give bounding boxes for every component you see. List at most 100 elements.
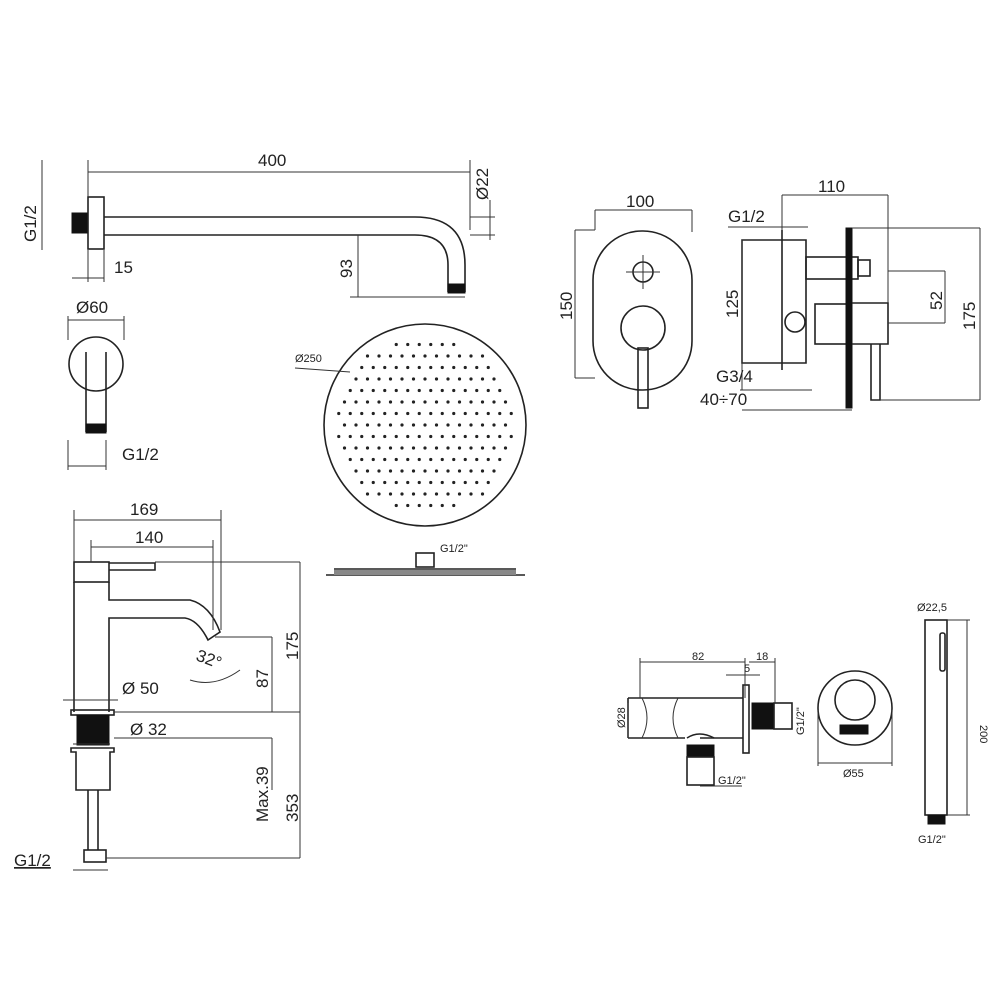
nozzle-dot xyxy=(394,388,398,393)
nozzle-dot xyxy=(486,365,490,370)
nozzle-dot xyxy=(486,457,490,462)
basin-faucet-drawing: 169 140 175 32° 87 Ø 50 Ø 32 Max.39 353 … xyxy=(14,500,302,871)
nozzle-dot xyxy=(503,423,508,427)
nozzle-dot xyxy=(337,434,341,439)
nozzle-dot xyxy=(480,354,485,358)
hand-shower-thread-label: G1/2" xyxy=(918,834,946,846)
nozzle-dot xyxy=(423,423,427,427)
faucet-reach-spout-label: 140 xyxy=(135,528,163,547)
nozzle-dot xyxy=(469,400,473,404)
nozzle-dot xyxy=(429,342,433,347)
shower-arm-drawing: 400 Ø22 G1/2 15 93 xyxy=(21,151,495,298)
mixer-height-label: 150 xyxy=(557,292,576,320)
head-diameter-label: Ø250 xyxy=(295,353,322,365)
nozzle-dot xyxy=(400,492,404,496)
nozzle-dot xyxy=(475,480,479,485)
nozzle-dot xyxy=(480,492,485,496)
nozzle-dot xyxy=(417,365,421,370)
hand-shower-length-label: 200 xyxy=(977,725,989,743)
nozzle-dot xyxy=(480,423,485,427)
nozzle-dot xyxy=(492,377,496,381)
nozzle-dot xyxy=(452,457,456,462)
faucet-spout-height-label: 87 xyxy=(253,669,272,688)
nozzle-dot xyxy=(406,503,410,508)
nozzle-dot xyxy=(383,411,387,416)
nozzle-dot xyxy=(452,411,456,416)
nozzle-dot xyxy=(423,492,427,496)
nozzle-dot xyxy=(388,377,393,381)
nozzle-dot xyxy=(388,354,393,358)
nozzle-dot xyxy=(446,423,450,427)
nozzle-dot xyxy=(400,469,404,473)
nozzle-dot xyxy=(492,469,496,473)
nozzle-dot xyxy=(411,354,416,358)
faucet-height-label: 175 xyxy=(283,632,302,660)
nozzle-dot xyxy=(394,411,398,416)
arm-length-label: 400 xyxy=(258,151,286,170)
mixer-outlet-label: G3/4 xyxy=(716,367,753,386)
nozzle-dot xyxy=(365,400,370,404)
nozzle-dot xyxy=(457,354,462,358)
nozzle-dot xyxy=(365,469,370,473)
nozzle-dot xyxy=(354,423,358,427)
nozzle-dot xyxy=(469,469,473,473)
nozzle-dot xyxy=(365,446,370,450)
nozzle-dot xyxy=(463,434,467,439)
head-thread-label: G1/2" xyxy=(440,543,468,555)
nozzle-dot xyxy=(486,411,490,416)
faucet-max-deck-label: Max.39 xyxy=(253,766,272,822)
nozzle-dot xyxy=(394,434,398,439)
nozzle-dot xyxy=(417,342,421,347)
nozzle-dot xyxy=(377,446,381,450)
nozzle-dot xyxy=(434,377,439,381)
nozzle-dot xyxy=(377,492,381,496)
nozzle-dot xyxy=(498,411,502,416)
nozzle-dot xyxy=(475,365,479,370)
nozzle-dot xyxy=(360,434,364,439)
nozzle-dot xyxy=(429,365,433,370)
nozzle-dot xyxy=(475,388,479,393)
nozzle-dot xyxy=(406,434,410,439)
nozzle-dot xyxy=(440,388,444,393)
nozzle-dot xyxy=(469,492,473,496)
faucet-shank-diameter-label: Ø 32 xyxy=(130,720,167,739)
nozzle-dot xyxy=(383,457,387,462)
nozzle-dot xyxy=(463,365,467,370)
shower-head-disc xyxy=(323,323,527,527)
nozzle-dot xyxy=(434,469,439,473)
nozzle-dot xyxy=(354,400,358,404)
nozzle-dot xyxy=(469,446,473,450)
nozzle-dot xyxy=(417,388,421,393)
nozzle-dot xyxy=(492,423,496,427)
nozzle-dot xyxy=(446,354,450,358)
nozzle-dot xyxy=(452,480,456,485)
nozzle-dot xyxy=(469,423,473,427)
flange-thread-label: G1/2 xyxy=(122,445,159,464)
outlet-bottom-thread-label: G1/2" xyxy=(718,775,746,787)
nozzle-dot xyxy=(394,503,398,508)
wall-outlet-drawing: 82 18 5 Ø28 G1/2" G1/2" Ø55 xyxy=(616,651,893,787)
hand-shower-drawing: Ø22,5 200 G1/2" xyxy=(917,602,989,846)
nozzle-dot xyxy=(348,434,352,439)
hand-shower-diameter-label: Ø22,5 xyxy=(917,602,947,614)
outlet-gap-label: 5 xyxy=(744,663,750,675)
nozzle-dot xyxy=(406,365,410,370)
nozzle-dot xyxy=(480,377,485,381)
nozzle-dot xyxy=(457,492,462,496)
nozzle-dot xyxy=(400,423,404,427)
nozzle-dot xyxy=(498,434,502,439)
nozzle-dot xyxy=(371,365,375,370)
nozzle-dot xyxy=(411,492,416,496)
faucet-base-diameter-label: Ø 50 xyxy=(122,679,159,698)
nozzle-dot xyxy=(365,492,370,496)
nozzle-dot xyxy=(348,388,352,393)
faucet-reach-total-label: 169 xyxy=(130,500,158,519)
nozzle-dot xyxy=(457,377,462,381)
nozzle-dot xyxy=(452,503,456,508)
mixer-inlet-label: G1/2 xyxy=(728,207,765,226)
nozzle-dot xyxy=(365,354,370,358)
nozzle-dot xyxy=(440,457,444,462)
nozzle-dot xyxy=(486,434,490,439)
nozzle-dot xyxy=(388,423,393,427)
